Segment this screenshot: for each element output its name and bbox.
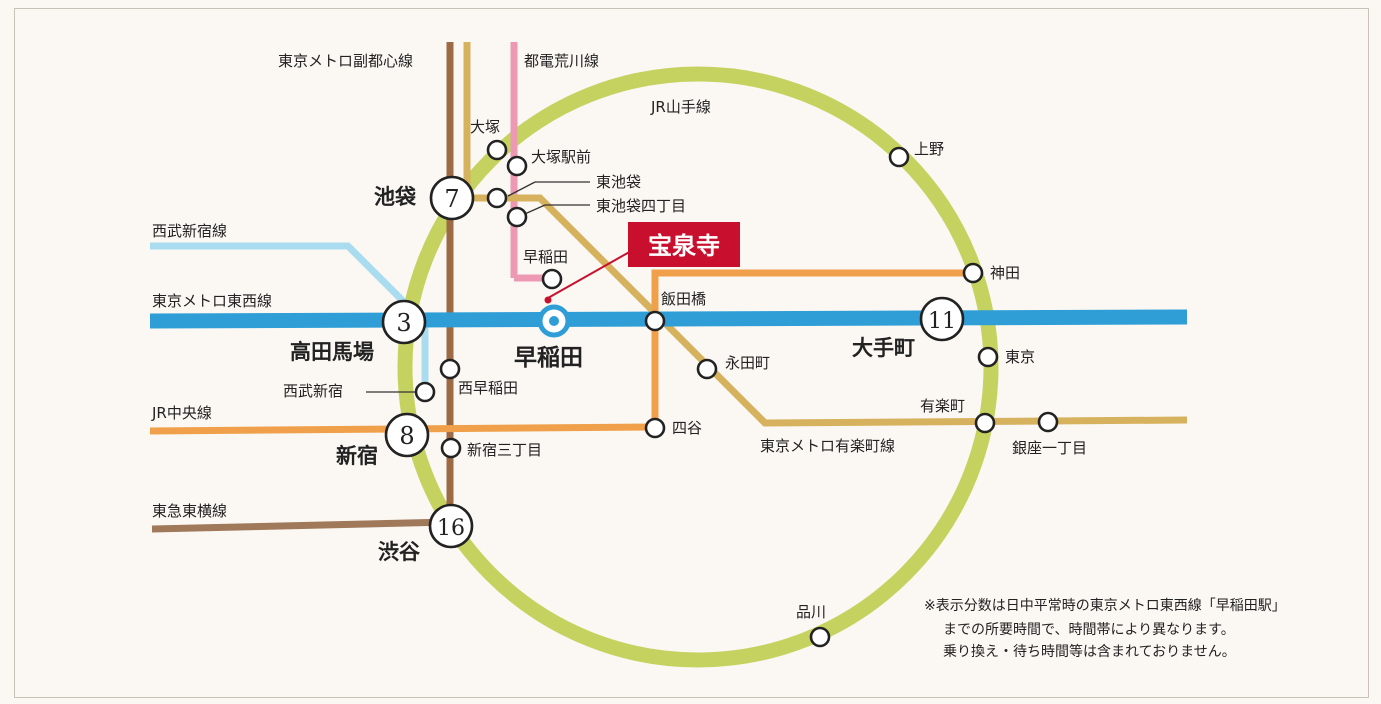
station-otsuka-ekimae-marker[interactable] bbox=[506, 155, 528, 177]
station-yurakucho-marker[interactable] bbox=[974, 412, 996, 434]
station-ginza-itchome-marker[interactable] bbox=[1037, 411, 1059, 433]
hub-ikebukuro-marker[interactable] bbox=[429, 175, 475, 221]
station-shinagawa-marker[interactable] bbox=[809, 626, 831, 648]
station-tokyo-marker[interactable] bbox=[977, 346, 999, 368]
footnote-line3: 乗り換え・待ち時間等は含まれておりません。 bbox=[943, 643, 1236, 660]
hub-ikebukuro-minutes: 7 bbox=[444, 185, 459, 213]
station-ueno-label: 上野 bbox=[914, 140, 944, 158]
yamanote-line bbox=[397, 66, 999, 668]
station-shinagawa-label: 品川 bbox=[796, 603, 826, 621]
hub-shibuya-minutes: 16 bbox=[437, 516, 465, 541]
target-badge-label: 宝泉寺 bbox=[648, 231, 720, 260]
station-iidabashi-marker[interactable] bbox=[644, 310, 666, 332]
station-higashi-ikebukuro-4-label: 東池袋四丁目 bbox=[596, 197, 686, 215]
station-ueno-marker[interactable] bbox=[888, 146, 910, 168]
leader-higashi-ikebukuro bbox=[507, 181, 536, 197]
line-label-seibu-shinjuku: 西武新宿線 bbox=[152, 222, 227, 240]
station-yurakucho-label: 有楽町 bbox=[920, 397, 965, 415]
station-shinjuku-sanchome-marker[interactable] bbox=[440, 437, 462, 459]
map-frame bbox=[14, 8, 1369, 698]
station-otsuka-ekimae-label: 大塚駅前 bbox=[531, 148, 591, 166]
hub-shinjuku-minutes: 8 bbox=[399, 422, 414, 450]
hub-otemachi-name: 大手町 bbox=[852, 336, 915, 360]
tozai-line bbox=[149, 309, 1188, 329]
station-shinjuku-sanchome-label: 新宿三丁目 bbox=[467, 441, 542, 459]
hub-ikebukuro-name: 池袋 bbox=[374, 185, 417, 209]
hub-otemachi-minutes: 11 bbox=[928, 309, 956, 334]
target-dot bbox=[544, 296, 552, 304]
hub-shinjuku-name: 新宿 bbox=[336, 444, 378, 468]
station-yotsuya-marker[interactable] bbox=[644, 417, 666, 439]
station-seibu-shinjuku-marker[interactable] bbox=[414, 381, 436, 403]
waseda-station-core bbox=[549, 316, 559, 326]
line-label-arakawa: 都電荒川線 bbox=[524, 52, 599, 70]
station-tokyo-label: 東京 bbox=[1005, 348, 1035, 366]
line-label-chuo: JR中央線 bbox=[151, 404, 212, 422]
target-badge bbox=[628, 222, 740, 267]
station-nagatacho-label: 永田町 bbox=[725, 354, 770, 372]
station-seibu-shinjuku-label: 西武新宿 bbox=[283, 382, 343, 400]
station-yotsuya-label: 四谷 bbox=[672, 419, 702, 437]
station-otsuka-label: 大塚 bbox=[470, 118, 500, 136]
hub-takadanobaba-marker[interactable] bbox=[381, 299, 427, 345]
hub-shibuya-name: 渋谷 bbox=[378, 540, 421, 564]
hub-otemachi-marker[interactable] bbox=[919, 296, 965, 342]
toyoko-line bbox=[151, 518, 451, 533]
station-nishi-waseda-label: 西早稲田 bbox=[458, 379, 518, 397]
station-nishi-waseda-marker[interactable] bbox=[439, 358, 461, 380]
station-kanda-label: 神田 bbox=[990, 264, 1020, 282]
line-label-fukutoshin: 東京メトロ副都心線 bbox=[278, 52, 413, 70]
line-label-yurakucho: 東京メトロ有楽町線 bbox=[760, 437, 895, 455]
station-higashi-ikebukuro-label: 東池袋 bbox=[596, 173, 641, 191]
hub-takadanobaba-name: 高田馬場 bbox=[290, 340, 374, 364]
line-label-yamanote: JR山手線 bbox=[650, 98, 711, 116]
station-waseda-toden-marker[interactable] bbox=[541, 268, 563, 290]
hub-shinjuku-marker[interactable] bbox=[384, 412, 430, 458]
footnote-line2: までの所要時間で、時間帯により異なります。 bbox=[943, 622, 1235, 638]
footnote-line1: ※表示分数は日中平常時の東京メトロ東西線「早稲田駅」 bbox=[924, 598, 1286, 614]
hub-shibuya-marker[interactable] bbox=[428, 503, 474, 549]
station-waseda-toden-label: 早稲田 bbox=[523, 248, 568, 266]
yurakucho-line bbox=[463, 42, 1188, 427]
station-iidabashi-label: 飯田橋 bbox=[661, 290, 706, 308]
station-kanda-marker[interactable] bbox=[962, 262, 984, 284]
hub-takadanobaba-minutes: 3 bbox=[396, 309, 411, 337]
station-higashi-ikebukuro-marker[interactable] bbox=[486, 187, 508, 209]
station-higashi-ikebukuro-4-marker[interactable] bbox=[506, 206, 528, 228]
line-label-toyoko: 東急東横線 bbox=[152, 502, 227, 520]
callout-line bbox=[547, 245, 641, 299]
target-station-name: 早稲田 bbox=[514, 345, 583, 371]
station-otsuka-marker[interactable] bbox=[486, 139, 508, 161]
orange-line-kanda bbox=[651, 269, 973, 427]
station-nagatacho-marker[interactable] bbox=[696, 358, 718, 380]
line-label-tozai: 東京メトロ東西線 bbox=[152, 292, 272, 310]
station-ginza-itchome-label: 銀座一丁目 bbox=[1012, 439, 1087, 457]
seibu-shinjuku-line bbox=[150, 242, 429, 392]
